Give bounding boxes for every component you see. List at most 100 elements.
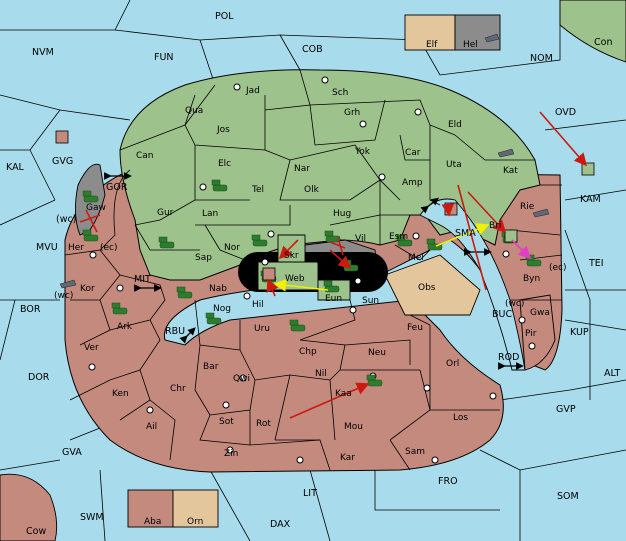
province-label: Orl [446,359,459,369]
sea-label: MVU [36,242,58,253]
supply-marker-hil [262,267,276,281]
province-label: Her [68,243,84,253]
province-label: Ark [117,322,133,332]
arrow-ost-move [329,249,352,270]
province-label: Mel [408,253,424,263]
province-label: Mou [344,422,363,432]
province-label: Kaa [335,389,352,399]
province-label: Feu [407,323,423,333]
province-label: Vil [355,234,366,244]
home-box-orn-label: Orn [187,517,203,527]
home-box-aba[interactable] [127,489,174,528]
home-box-hel[interactable] [454,14,501,51]
province-label: Uru [254,324,270,334]
arrow-rie-move [467,191,507,234]
supply-marker-kam [581,162,595,176]
province-label: Nor [224,243,240,253]
sea-label: RBU [165,326,185,337]
arrow-ovd-move [539,111,588,167]
sea-label: Con [594,37,612,48]
arrow-byn-move [511,239,532,260]
province-label: Byn [523,274,540,284]
province-label: Neu [368,348,386,358]
sea-buc[interactable] [419,198,526,371]
province-label: Rot [256,419,271,429]
province-label: Obs [418,283,436,293]
sea-label: SMA [455,228,476,239]
province-label: Kat [503,166,518,176]
sea-label: BUC [492,309,512,320]
province-label: Qwi [233,374,250,384]
arrow-web-support [273,278,329,292]
province-label: Eun [325,294,342,304]
province-label: Web [285,274,305,284]
province-label: Pir [525,329,537,339]
province-obs[interactable] [384,254,481,316]
province-cow[interactable] [0,473,58,541]
province-label: Zin [224,449,238,459]
province-label: Nab [209,284,227,294]
sea-label: LIT [303,488,317,499]
adjacency-marks [104,172,524,370]
sea-label: NOM [530,53,553,64]
arrow-mel-support [435,223,490,247]
arrow-obs-move [457,184,487,291]
sea-label: BOR [20,304,41,315]
home-box-hel-label: Hel [463,40,478,50]
province-label: Gaw [86,203,106,213]
province-label: Amp [402,178,423,188]
province-label: Ver [84,343,99,353]
red-borders [64,169,563,471]
sea-label: DOR [28,372,50,383]
home-box-orn[interactable] [172,489,219,528]
province-label: Bar [203,362,219,372]
province-label: Eld [448,120,462,130]
province-label: Sch [332,88,348,98]
arrow-gaw-cross [79,214,101,223]
supply-marker-smal [444,202,458,216]
home-box-elf-label: Elf [426,40,438,50]
home-box-elf[interactable] [404,14,456,51]
arrow-hil-move [266,278,279,297]
sea-label: GVP [556,404,576,415]
province-label: Hil [252,300,264,310]
sea-label: ROD [498,352,519,363]
province-label: Sot [219,417,234,427]
sea-label: Cow [26,526,46,537]
province-label: Hug [333,209,351,219]
province-label: Nil [315,369,327,379]
province-label: Esm [389,232,408,242]
province-label: Lan [202,209,218,219]
sea-label: OVD [555,107,576,118]
province-pir[interactable] [519,294,556,371]
sea-label: GOR [106,182,128,193]
sea-label: GVA [62,447,82,458]
province-label: Chr [170,384,186,394]
sea-label: (ec) [100,243,118,253]
sea-label: (wc) [56,214,76,225]
sea-label: POL [215,11,234,22]
sea-label: SOM [557,491,579,502]
province-label: Grh [344,108,360,118]
province-label: Gwa [530,308,550,318]
home-box-aba-label: Aba [144,517,161,527]
province-label: Jos [216,125,230,135]
province-label: Los [453,413,468,423]
province-label: Sun [362,296,379,306]
arrow-kaa-move [289,382,370,419]
sea-label: SWM [80,512,104,523]
province-label: Yok [354,147,371,157]
order-arrows [79,111,588,419]
province-label: Tel [251,185,264,195]
sea-label: MIT [134,274,151,285]
fleet-unit[interactable] [59,33,550,289]
sea-label: ALT [604,368,620,379]
province-label: Jad [245,86,260,96]
province-label: Uta [446,160,462,170]
province-label: Kar [340,453,355,463]
sea-label: FRO [438,476,458,487]
sea-label: (wc) [505,299,524,309]
province-label: Bri [489,221,501,231]
province-label: Chp [299,347,317,357]
province-label: Nar [294,164,310,174]
